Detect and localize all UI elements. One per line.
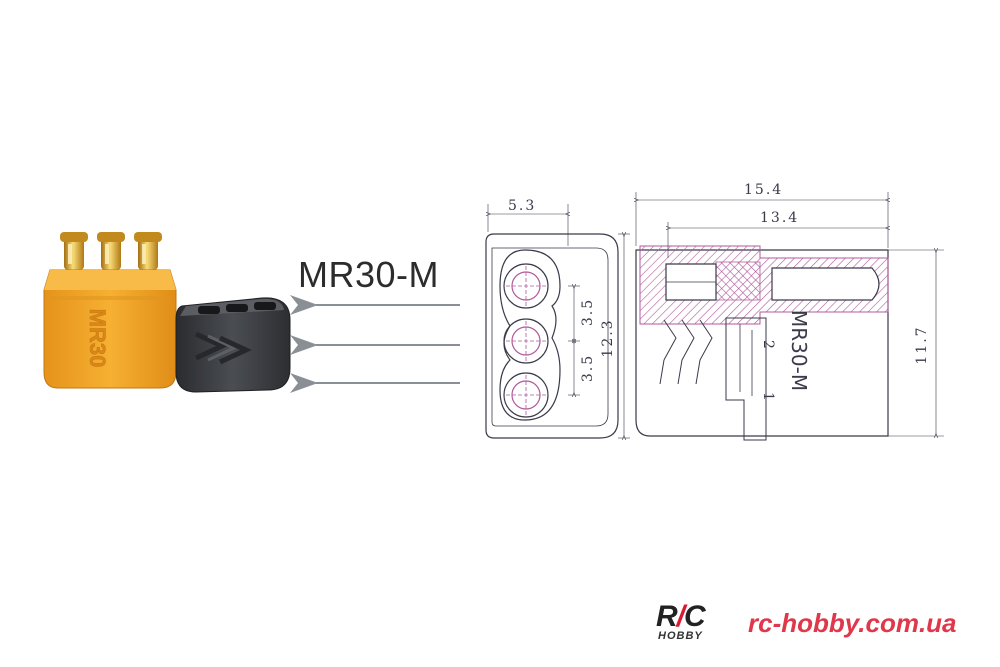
gold-pins [60, 232, 162, 270]
front-pitch-bottom-dim: 3.5 [580, 354, 596, 382]
watermark-logo-sub: HOBBY [658, 630, 703, 642]
watermark-logo: R/C [656, 600, 706, 633]
side-view [636, 192, 944, 441]
pointer-arrows [290, 295, 460, 393]
side-overall-length-dim: 15.4 [744, 182, 783, 198]
connector-cover [175, 297, 291, 393]
front-height-dim: 12.3 [600, 318, 616, 357]
side-body-length-dim: 13.4 [760, 210, 799, 226]
front-width-dim: 5.3 [508, 198, 536, 214]
side-marking: MR30-M [787, 310, 811, 391]
pin-label-1: 1 [760, 392, 776, 403]
pin-label-2: 2 [760, 340, 776, 351]
front-pitch-top-dim: 3.5 [580, 298, 596, 326]
product-label: MR30-M [298, 254, 440, 295]
watermark-site: rc-hobby.com.ua [748, 608, 957, 638]
side-height-dim: 11.7 [914, 325, 930, 364]
watermark: R/C HOBBY rc-hobby.com.ua [654, 600, 984, 648]
connector-photo: MR30 [43, 232, 291, 393]
connector-marking: MR30 [85, 309, 110, 368]
front-view [485, 204, 630, 438]
